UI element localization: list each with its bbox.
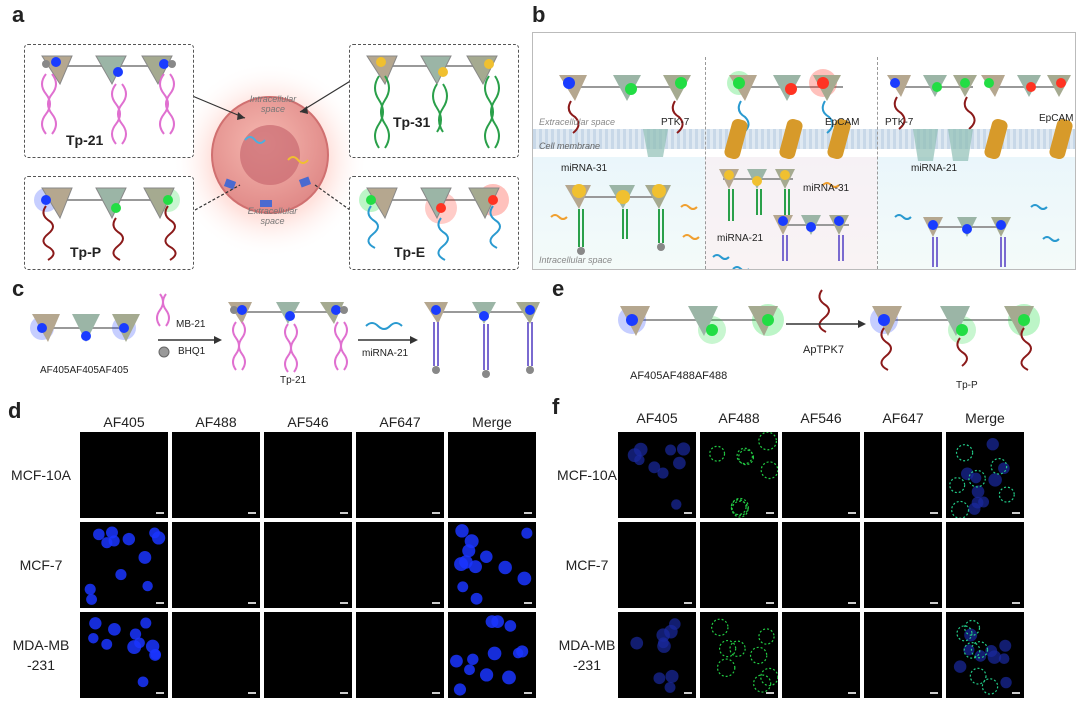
b-intracellular-label: Intracellular space [539,255,613,265]
f-image-2-3 [864,612,942,698]
d-image-1-0 [80,522,168,608]
tp31-label: Tp-31 [393,114,431,130]
f-image-2-1 [700,612,778,698]
tpe-label: Tp-E [394,244,426,260]
b-ptk7-label-a: PTK-7 [661,117,690,128]
e-ap-label: ApTPK7 [803,344,844,356]
e-tpp-label: Tp-P [956,380,978,391]
d-image-0-0 [80,432,168,518]
c-mirna21-label: miRNA-21 [362,348,409,359]
panel-b-illustration [550,69,1073,269]
panel-c-letter: c [12,276,25,301]
f-col-label-0: AF405 [636,410,678,426]
f-col-label-1: AF488 [718,410,760,426]
f-image-0-0 [618,432,696,518]
d-image-0-1 [172,432,260,518]
header-mcf10a: MCF-10A [590,37,648,53]
header-mcf7: MCF-7 [771,37,811,53]
panel-b-letter: b [532,2,546,27]
d-image-0-4 [448,432,536,518]
c-mb21-label: MB-21 [176,319,206,330]
tpe-illustration [359,184,509,261]
f-row-label-1: MCF-7 [565,557,609,573]
b-epcam-label-a: EpCAM [825,117,860,128]
d-image-0-3 [356,432,444,518]
f-image-0-3 [864,432,942,518]
d-col-label-2: AF546 [287,414,329,430]
f-col-label-2: AF546 [800,410,842,426]
b-mirna21-label-a: miRNA-21 [717,233,764,244]
f-col-label-3: AF647 [882,410,924,426]
f-image-1-3 [864,522,942,608]
panel-e-illustration [618,289,1040,371]
d-image-1-3 [356,522,444,608]
d-col-label-1: AF488 [195,414,237,430]
f-image-2-0 [618,612,696,698]
e-start-label: AF405AF488AF488 [630,370,728,382]
f-image-2-2 [782,612,860,698]
f-image-1-1 [700,522,778,608]
f-image-0-4 [946,432,1024,518]
f-image-0-2 [782,432,860,518]
c-bhq1-label: BHQ1 [178,346,206,357]
d-image-2-0 [80,612,168,698]
f-image-1-2 [782,522,860,608]
d-row-label-1: MCF-7 [19,557,63,573]
d-row-label-2: MDA-MB -231 [12,637,70,673]
tp31-illustration [366,55,500,149]
panel-a-arrows [189,79,353,211]
d-image-1-1 [172,522,260,608]
panel-e-letter: e [552,276,565,301]
tpp-label: Tp-P [70,244,102,260]
d-image-2-1 [172,612,260,698]
cancer-cell-illustration [172,62,368,258]
f-row-label-2: MDA-MB -231 [558,637,616,673]
d-image-2-4 [448,612,536,698]
d-row-label-0: MCF-10A [11,467,71,483]
b-membrane-label: Cell membrane [539,141,601,151]
tp21-illustration [41,55,176,145]
panel-c-illustration [30,293,540,378]
b-mirna21-label-b: miRNA-21 [911,163,958,174]
b-epcam-label-b: EpCAM [1039,113,1074,124]
c-start-label: AF405AF405AF405 [40,365,129,376]
d-image-1-2 [264,522,352,608]
f-image-2-4 [946,612,1024,698]
d-image-1-4 [448,522,536,608]
d-image-2-3 [356,612,444,698]
c-tp21-label: Tp-21 [280,375,307,386]
f-image-1-4 [946,522,1024,608]
extracellular-label: Extracellular space [247,206,298,226]
f-col-label-4: Merge [965,410,1005,426]
d-col-label-0: AF405 [103,414,145,430]
d-image-0-2 [264,432,352,518]
b-extracellular-label: Extracellular space [539,117,616,127]
d-col-label-4: Merge [472,414,512,430]
panel-b-frame: MCF-10A MCF-7 MDA-MB-231 [532,32,1076,270]
d-col-label-3: AF647 [379,414,421,430]
b-mirna31-label-b: miRNA-31 [803,183,850,194]
b-ptk7-label-b: PTK-7 [885,117,914,128]
f-image-0-1 [700,432,778,518]
f-image-1-0 [618,522,696,608]
tpp-illustration [34,187,180,261]
header-mdamb231: MDA-MB-231 [935,37,1017,53]
panel-a-letter: a [12,2,25,27]
f-row-label-0: MCF-10A [557,467,617,483]
d-image-2-2 [264,612,352,698]
panel-d-letter: d [8,398,22,423]
b-mirna31-label-a: miRNA-31 [561,163,608,174]
panel-f-letter: f [552,394,560,419]
intracellular-label: Intracellular space [249,94,297,114]
tp21-label: Tp-21 [66,132,104,148]
